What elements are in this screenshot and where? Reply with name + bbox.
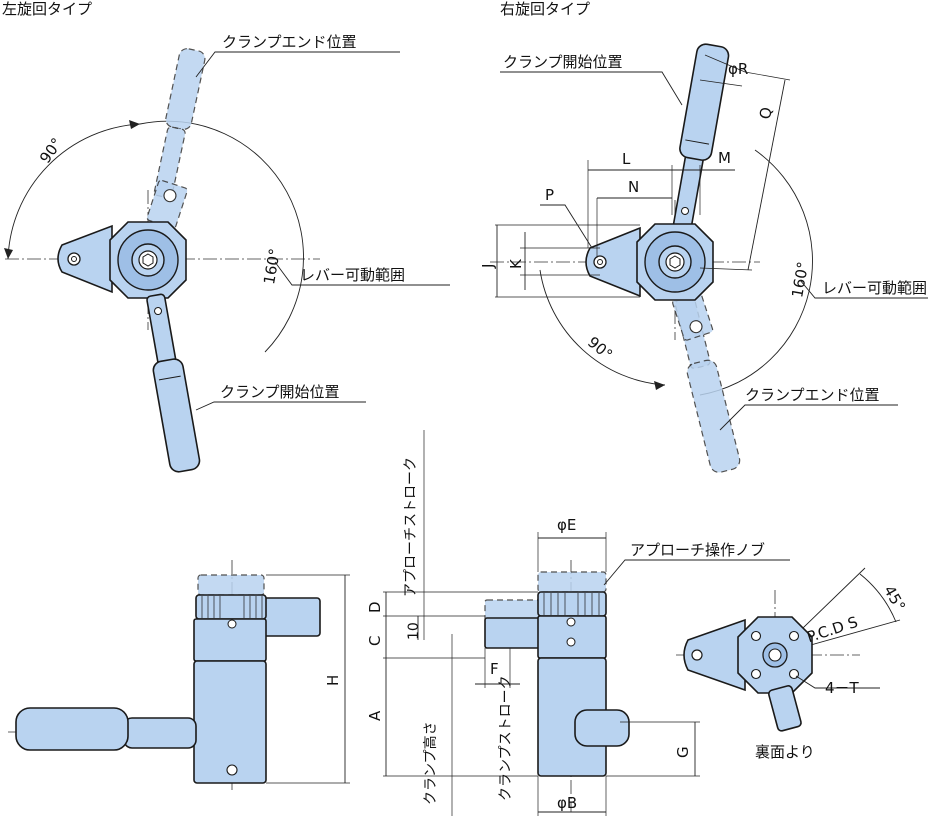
left-clamp-start-label: クランプ開始位置 [220,383,340,401]
right-lever-range-label: レバー可動範囲 [822,279,927,297]
side-dim-A: A [366,710,384,721]
approach-stroke-label: アプローチストローク [403,457,419,597]
left-90-arc [7,123,141,260]
left-angle-90: 90° [36,135,66,167]
left-view-title: 左旋回タイプ [2,0,92,18]
right-dim-P: P [545,186,554,204]
back-view-caption: 裏面より [755,743,815,761]
left-rotation-view: 左旋回タイプ 90° 160° [2,0,450,473]
right-view-title: 右旋回タイプ [500,0,590,18]
side-dim-E: φE [557,516,576,534]
approach-knob [574,709,630,747]
right-rotation-view: 右旋回タイプ 160° 90° [479,0,928,473]
side-dim-C: C [366,636,384,646]
left-flange [57,224,113,294]
right-clamp-end-label: クランプエンド位置 [745,386,880,404]
back-view: P.C.D S 45° 4－T 裏面より [676,567,909,761]
side-dim-D: D [366,601,384,613]
left-lever-range-label: レバー可動範囲 [300,266,405,284]
left-lower-handle [152,358,201,473]
left-clamp-end-label: クランプエンド位置 [222,33,357,51]
right-dim-K: K [507,258,525,269]
side-dim-F: F [490,660,499,678]
side-view-center: D C A 10 アプローチストローク クランプ高さ クランプストローク F φ… [366,430,790,816]
side-view-left: H [8,560,350,790]
holes-label: 4－T [825,679,860,697]
clamp-height-label: クランプ高さ [422,721,439,805]
right-dim-N: N [628,178,639,196]
side-dim-B: φB [557,794,577,812]
clamp-stroke-label: クランプストローク [498,675,514,801]
side-dim-H: H [324,675,342,686]
right-dim-Q: Q [756,106,776,121]
right-dim-R: φR [728,60,748,78]
right-upper-handle [679,43,730,161]
left-angle-160: 160° [260,247,284,286]
right-dim-L: L [622,150,631,168]
side-left-handle [15,707,129,751]
approach-knob-label: アプローチ操作ノブ [630,541,765,559]
right-dim-M: M [718,149,731,167]
side-dim-10: 10 [406,622,422,640]
angle-45: 45° [880,582,909,614]
side-left-body [193,660,267,784]
right-angle-90: 90° [584,333,616,364]
right-clamp-start-label: クランプ開始位置 [503,53,623,71]
right-dim-J: J [479,264,497,269]
side-dim-G: G [674,746,692,758]
